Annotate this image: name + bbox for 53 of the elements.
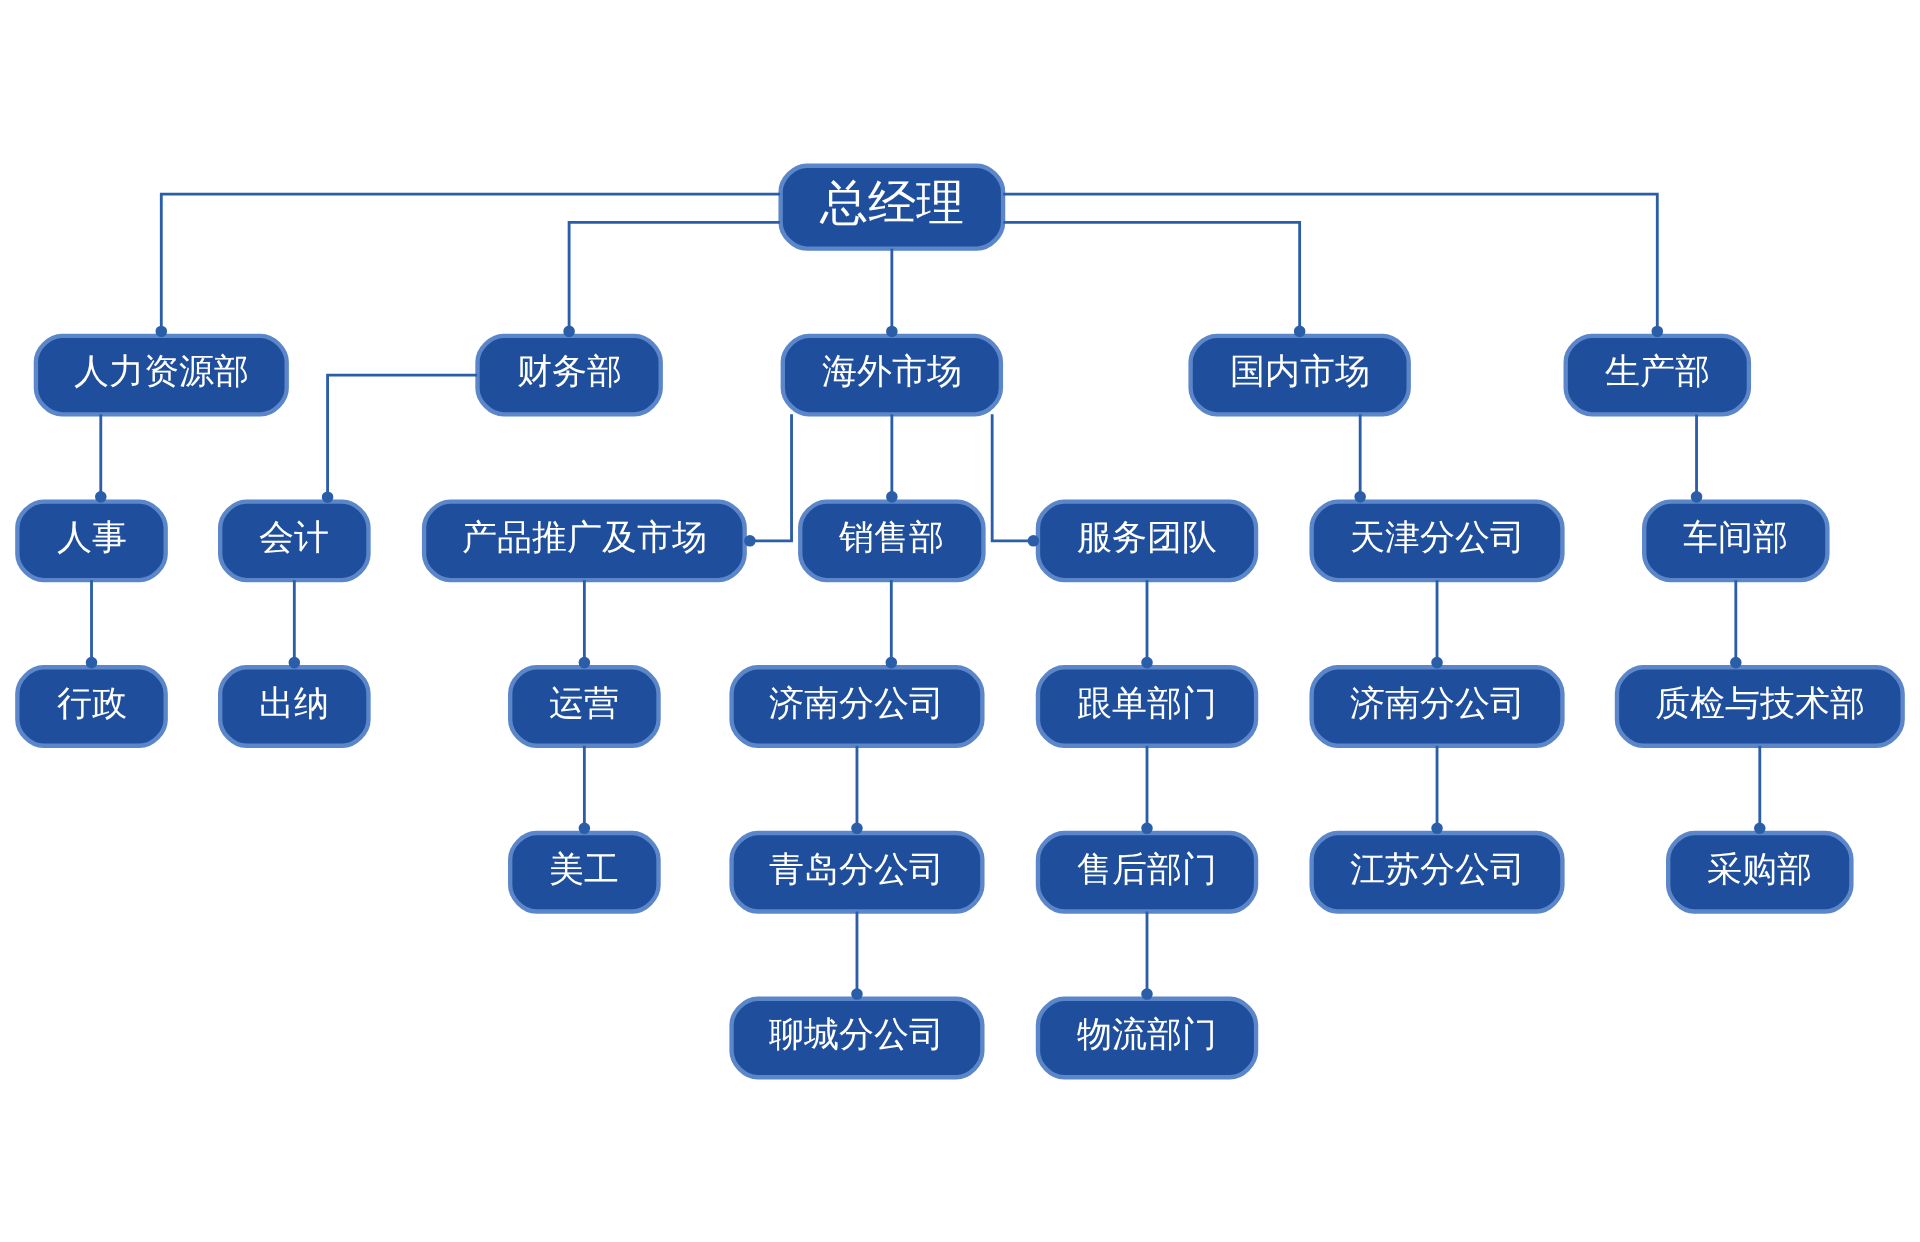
node-box: 总经理 <box>778 163 1006 251</box>
node-box: 跟单部门 <box>1035 664 1259 748</box>
node-box: 生产部 <box>1563 333 1752 416</box>
connector <box>851 911 863 1000</box>
node-box: 会计 <box>218 498 371 582</box>
connector <box>1003 220 1306 337</box>
connector <box>155 192 781 337</box>
node-box: 销售部 <box>798 498 986 582</box>
node-box: 天津分公司 <box>1309 498 1565 582</box>
connector <box>1690 413 1703 503</box>
connector <box>1431 745 1443 834</box>
connector <box>578 745 591 834</box>
node-box: 人事 <box>15 498 168 582</box>
connector <box>851 745 863 834</box>
node-box: 采购部 <box>1666 830 1854 914</box>
node-box: 出纳 <box>218 664 371 748</box>
connector <box>886 413 898 503</box>
connector <box>1141 745 1153 834</box>
connector <box>1354 413 1366 503</box>
node-box: 服务团队 <box>1035 498 1259 582</box>
connector <box>95 413 107 503</box>
connector <box>1003 192 1664 337</box>
node-box: 物流部门 <box>1035 996 1259 1079</box>
connector <box>886 248 898 337</box>
node-box: 聊城分公司 <box>729 996 985 1079</box>
connector <box>885 579 898 668</box>
node-box: 江苏分公司 <box>1309 830 1565 914</box>
node-box: 济南分公司 <box>729 664 985 748</box>
node-box: 车间部 <box>1642 498 1830 582</box>
node-box: 产品推广及市场 <box>421 498 747 582</box>
node-box: 国内市场 <box>1188 333 1411 416</box>
connector <box>1754 745 1766 834</box>
node-box: 人力资源部 <box>33 333 289 416</box>
connector <box>1141 911 1153 1000</box>
node-box: 行政 <box>15 664 168 748</box>
connector <box>1730 579 1742 668</box>
node-box: 质检与技术部 <box>1614 664 1905 748</box>
connector <box>990 413 1040 547</box>
connector <box>578 579 591 668</box>
node-box: 济南分公司 <box>1309 664 1565 748</box>
node-box: 美工 <box>508 830 661 914</box>
connector <box>85 579 98 668</box>
connector <box>321 373 478 503</box>
connector <box>288 579 301 668</box>
connector <box>563 220 780 337</box>
connector <box>744 413 793 547</box>
node-box: 财务部 <box>475 333 663 416</box>
node-box: 青岛分公司 <box>729 830 985 914</box>
connector <box>1141 579 1153 668</box>
node-box: 售后部门 <box>1035 830 1259 914</box>
node-box: 运营 <box>508 664 661 748</box>
node-box: 海外市场 <box>780 333 1004 416</box>
connector <box>1431 579 1443 668</box>
